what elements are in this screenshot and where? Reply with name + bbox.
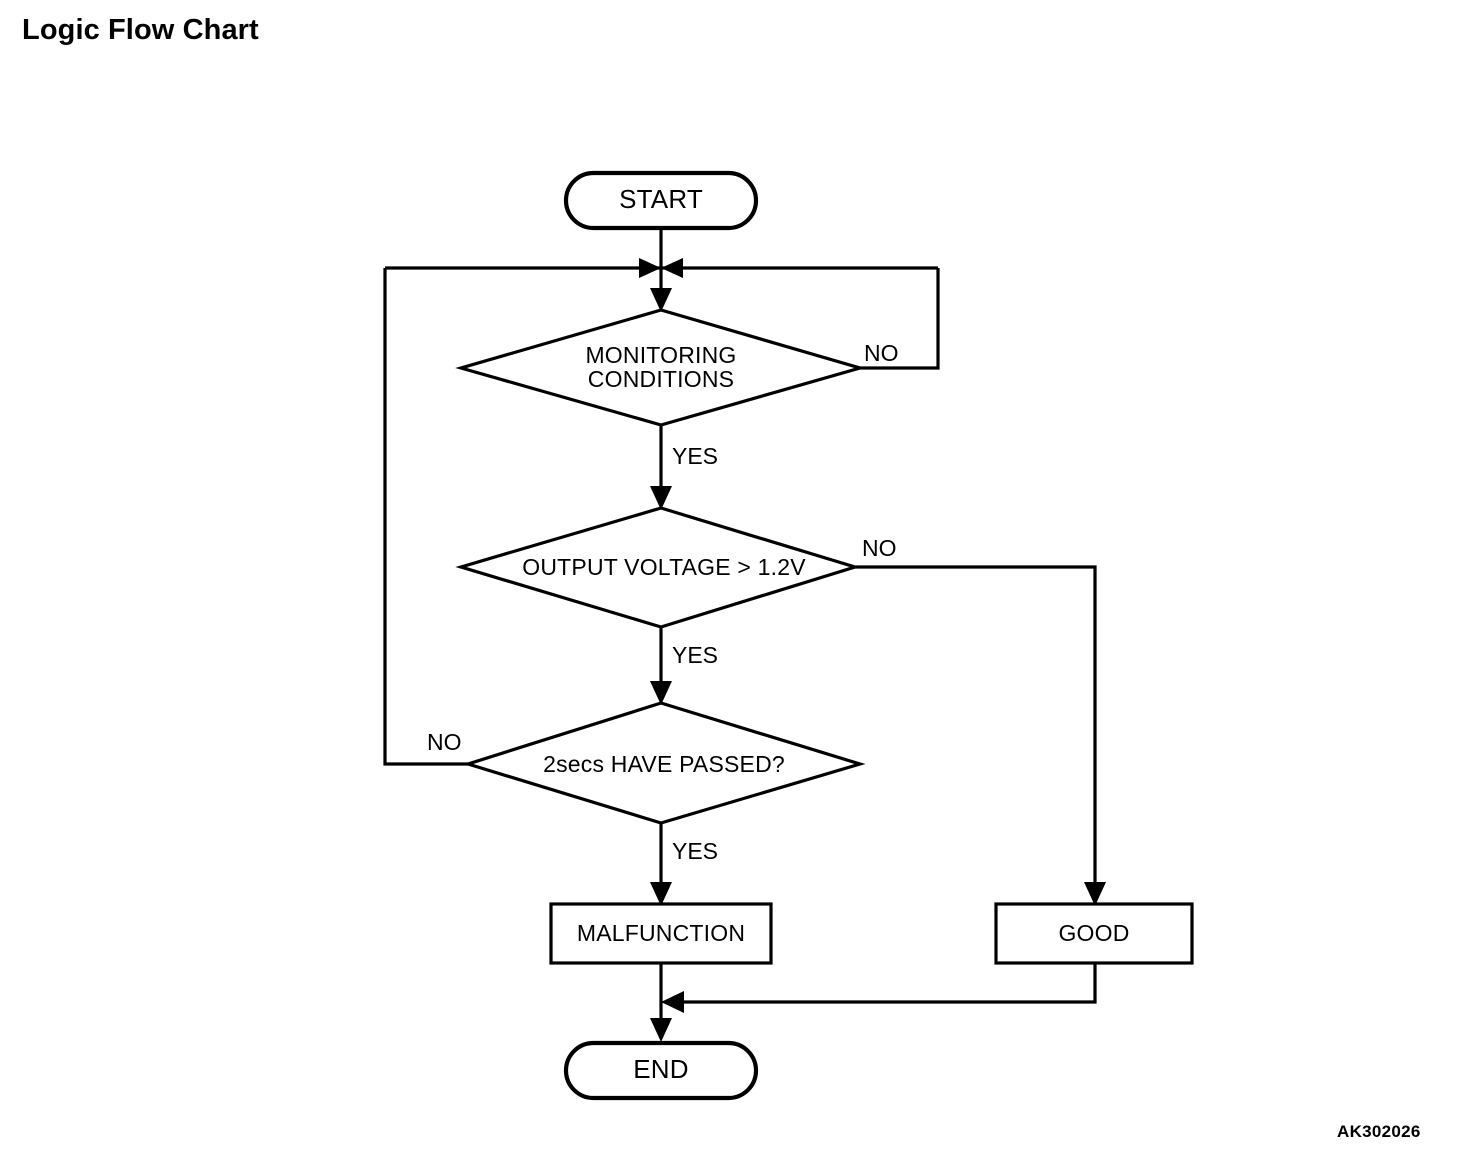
good-shape bbox=[994, 902, 1194, 965]
edge-monitoring-no-loop bbox=[860, 268, 940, 370]
monitoring-conditions-label-line2: CONDITIONS bbox=[588, 366, 734, 392]
malfunction-label: MALFUNCTION bbox=[577, 920, 745, 946]
node-monitoring-conditions[interactable]: MONITORING CONDITIONS bbox=[455, 308, 866, 427]
edge-timer-no-loop bbox=[383, 268, 468, 766]
node-malfunction[interactable]: MALFUNCTION bbox=[549, 902, 773, 965]
node-start[interactable]: START bbox=[563, 170, 759, 231]
output-voltage-label: OUTPUT VOLTAGE > 1.2V bbox=[522, 554, 806, 580]
edge-good-to-end-merge bbox=[670, 963, 1097, 1004]
arrow-head-into-voltage bbox=[650, 486, 672, 510]
node-good[interactable]: GOOD bbox=[994, 902, 1194, 965]
arrow-head-into-malfunction bbox=[650, 882, 672, 906]
monitoring-conditions-label-line1: MONITORING bbox=[585, 342, 736, 368]
timer-check-label: 2secs HAVE PASSED? bbox=[543, 751, 785, 777]
edge-label-monitoring-no: NO bbox=[864, 340, 899, 366]
edge-label-monitoring-yes: YES bbox=[672, 443, 718, 469]
reference-code: AK302026 bbox=[1337, 1122, 1421, 1141]
edge-label-timer-no: NO bbox=[427, 729, 462, 755]
arrow-head-left-loop-into-merge bbox=[639, 258, 661, 278]
edge-label-voltage-yes: YES bbox=[672, 642, 718, 668]
node-timer-check[interactable]: 2secs HAVE PASSED? bbox=[462, 701, 866, 825]
arrow-head-right-loop-into-merge bbox=[661, 258, 683, 278]
malfunction-shape bbox=[549, 902, 773, 965]
arrow-head-good-merge-left bbox=[661, 991, 684, 1013]
end-label: END bbox=[633, 1054, 689, 1084]
node-end[interactable]: END bbox=[563, 1040, 759, 1101]
start-label: START bbox=[619, 184, 703, 214]
node-output-voltage[interactable]: OUTPUT VOLTAGE > 1.2V bbox=[455, 506, 861, 629]
arrow-head-into-good bbox=[1084, 882, 1106, 906]
edge-label-voltage-no: NO bbox=[862, 535, 897, 561]
edge-voltage-no-to-good bbox=[855, 565, 1097, 898]
good-label: GOOD bbox=[1058, 920, 1129, 946]
page-title: Logic Flow Chart bbox=[22, 14, 259, 46]
arrow-head-into-timer bbox=[650, 681, 672, 705]
output-voltage-shape bbox=[455, 506, 861, 629]
edge-label-timer-yes: YES bbox=[672, 838, 718, 864]
monitoring-conditions-shape bbox=[455, 308, 866, 427]
arrow-head-into-end bbox=[650, 1018, 672, 1042]
end-shape bbox=[563, 1040, 759, 1101]
arrow-head-into-monitoring bbox=[650, 288, 672, 312]
start-shape bbox=[563, 170, 759, 231]
timer-check-shape bbox=[462, 701, 866, 825]
